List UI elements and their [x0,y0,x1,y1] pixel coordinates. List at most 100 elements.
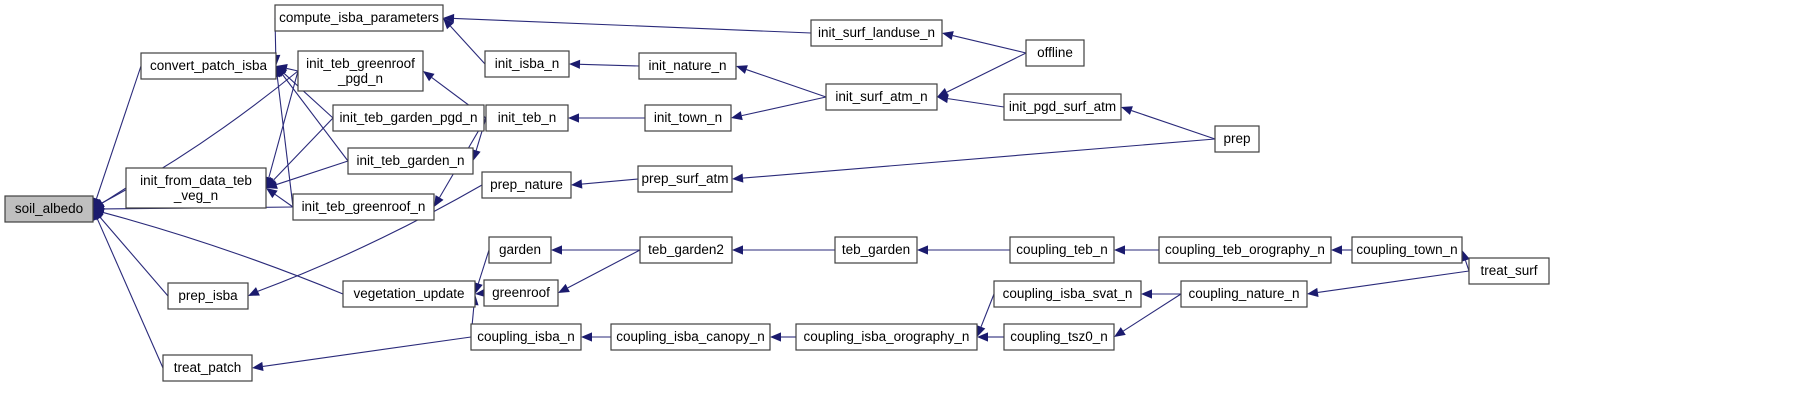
node-box[interactable] [342,280,476,308]
graph-node-init-town-n[interactable]: init_town_n [644,104,732,132]
call-edge [937,52,1027,97]
node-box[interactable] [1468,257,1550,285]
graph-node-convert-patch-isba[interactable]: convert_patch_isba [140,52,277,80]
graph-node-coupling-teb-n[interactable]: coupling_teb_n [1009,236,1115,264]
graph-node-treat-surf[interactable]: treat_surf [1468,257,1550,285]
graph-node-coupling-isba-n[interactable]: coupling_isba_n [470,323,582,351]
node-box[interactable] [834,236,918,264]
call-edge [937,94,1005,108]
arrow-head-icon [977,332,988,342]
node-box[interactable] [1158,236,1332,264]
node-box[interactable] [639,236,733,264]
graph-node-vegetation-update[interactable]: vegetation_update [342,280,476,308]
arrow-head-icon [731,111,743,121]
node-box[interactable] [825,83,938,111]
graph-node-coupling-isba-canopy-n[interactable]: coupling_isba_canopy_n [610,323,771,351]
node-box[interactable] [1214,125,1260,153]
graph-node-init-teb-garden-pgd-n[interactable]: init_teb_garden_pgd_n [332,104,485,132]
graph-node-init-teb-n[interactable]: init_teb_n [485,104,569,132]
arrow-head-icon [917,245,928,255]
node-box[interactable] [125,167,267,209]
graph-node-teb-garden2[interactable]: teb_garden2 [639,236,733,264]
arrow-head-icon [1114,245,1125,255]
graph-node-coupling-town-n[interactable]: coupling_town_n [1351,236,1463,264]
node-box[interactable] [810,19,943,47]
arrow-head-icon [1331,245,1342,255]
graph-node-init-isba-n[interactable]: init_isba_n [484,50,570,78]
arrow-head-icon [568,113,579,123]
call-edge [571,178,639,189]
node-box[interactable] [1009,236,1115,264]
call-edge [252,336,472,372]
graph-node-coupling-isba-orography-n[interactable]: coupling_isba_orography_n [795,323,978,351]
call-edge [1141,289,1181,299]
graph-node-init-surf-landuse-n[interactable]: init_surf_landuse_n [810,19,943,47]
node-box[interactable] [332,104,485,132]
call-edge [581,332,611,342]
call-edge [977,332,1004,342]
graph-node-prep-surf-atm[interactable]: prep_surf_atm [637,165,733,193]
node-box[interactable] [4,195,94,223]
node-box[interactable] [1003,93,1122,121]
node-box[interactable] [1351,236,1463,264]
node-box[interactable] [140,52,277,80]
node-box[interactable] [347,147,474,175]
node-box[interactable] [1003,323,1115,351]
arrow-head-icon [581,332,592,342]
graph-node-offline[interactable]: offline [1025,39,1085,67]
call-edge [770,332,796,342]
graph-node-soil-albedo[interactable]: soil_albedo [4,195,94,223]
graph-node-compute-isba-parameters[interactable]: compute_isba_parameters [274,4,444,32]
node-box[interactable] [795,323,978,351]
graph-node-coupling-tsz0-n[interactable]: coupling_tsz0_n [1003,323,1115,351]
node-box[interactable] [1025,39,1085,67]
arrow-head-icon [266,188,278,199]
node-box[interactable] [274,4,444,32]
node-box[interactable] [485,104,569,132]
graph-node-init-nature-n[interactable]: init_nature_n [638,52,737,80]
arrow-head-icon [266,176,277,188]
graph-node-prep-nature[interactable]: prep_nature [481,171,572,199]
graph-node-treat-patch[interactable]: treat_patch [162,354,253,382]
graph-node-coupling-nature-n[interactable]: coupling_nature_n [1180,280,1308,308]
graph-node-init-pgd-surf-atm[interactable]: init_pgd_surf_atm [1003,93,1122,121]
node-box[interactable] [483,279,559,307]
node-box[interactable] [610,323,771,351]
node-box[interactable] [162,354,253,382]
graph-node-prep[interactable]: prep [1214,125,1260,153]
graph-node-init-from-data-teb-veg-n[interactable]: init_from_data_teb_veg_n [125,167,267,209]
arrow-head-icon [732,245,743,255]
graph-node-garden[interactable]: garden [488,236,552,264]
arrow-head-icon [92,197,101,209]
call-edge [473,249,490,294]
graph-node-coupling-teb-orography-n[interactable]: coupling_teb_orography_n [1158,236,1332,264]
call-edge [266,160,349,189]
graph-node-init-surf-atm-n[interactable]: init_surf_atm_n [825,83,938,111]
node-box[interactable] [638,52,737,80]
node-box[interactable] [993,280,1142,308]
graph-node-teb-garden[interactable]: teb_garden [834,236,918,264]
graph-node-init-teb-greenroof-pgd-n[interactable]: init_teb_greenroof_pgd_n [297,50,424,92]
graph-node-greenroof[interactable]: greenroof [483,279,559,307]
call-edge [736,65,827,98]
node-box[interactable] [1180,280,1308,308]
node-box[interactable] [644,104,732,132]
node-box[interactable] [292,193,435,221]
node-box[interactable] [488,236,552,264]
graph-node-coupling-isba-svat-n[interactable]: coupling_isba_svat_n [993,280,1142,308]
arrow-head-icon [571,179,583,189]
graph-node-prep-isba[interactable]: prep_isba [167,282,249,310]
node-box[interactable] [167,282,249,310]
call-edge [558,249,641,293]
call-edge [264,70,299,188]
call-edge [731,96,827,121]
node-box[interactable] [297,50,424,92]
node-box[interactable] [481,171,572,199]
call-edge [1331,245,1352,255]
graph-node-init-teb-greenroof-n[interactable]: init_teb_greenroof_n [292,193,435,221]
node-box[interactable] [637,165,733,193]
node-box[interactable] [470,323,582,351]
graph-node-init-teb-garden-n[interactable]: init_teb_garden_n [347,147,474,175]
node-box[interactable] [484,50,570,78]
